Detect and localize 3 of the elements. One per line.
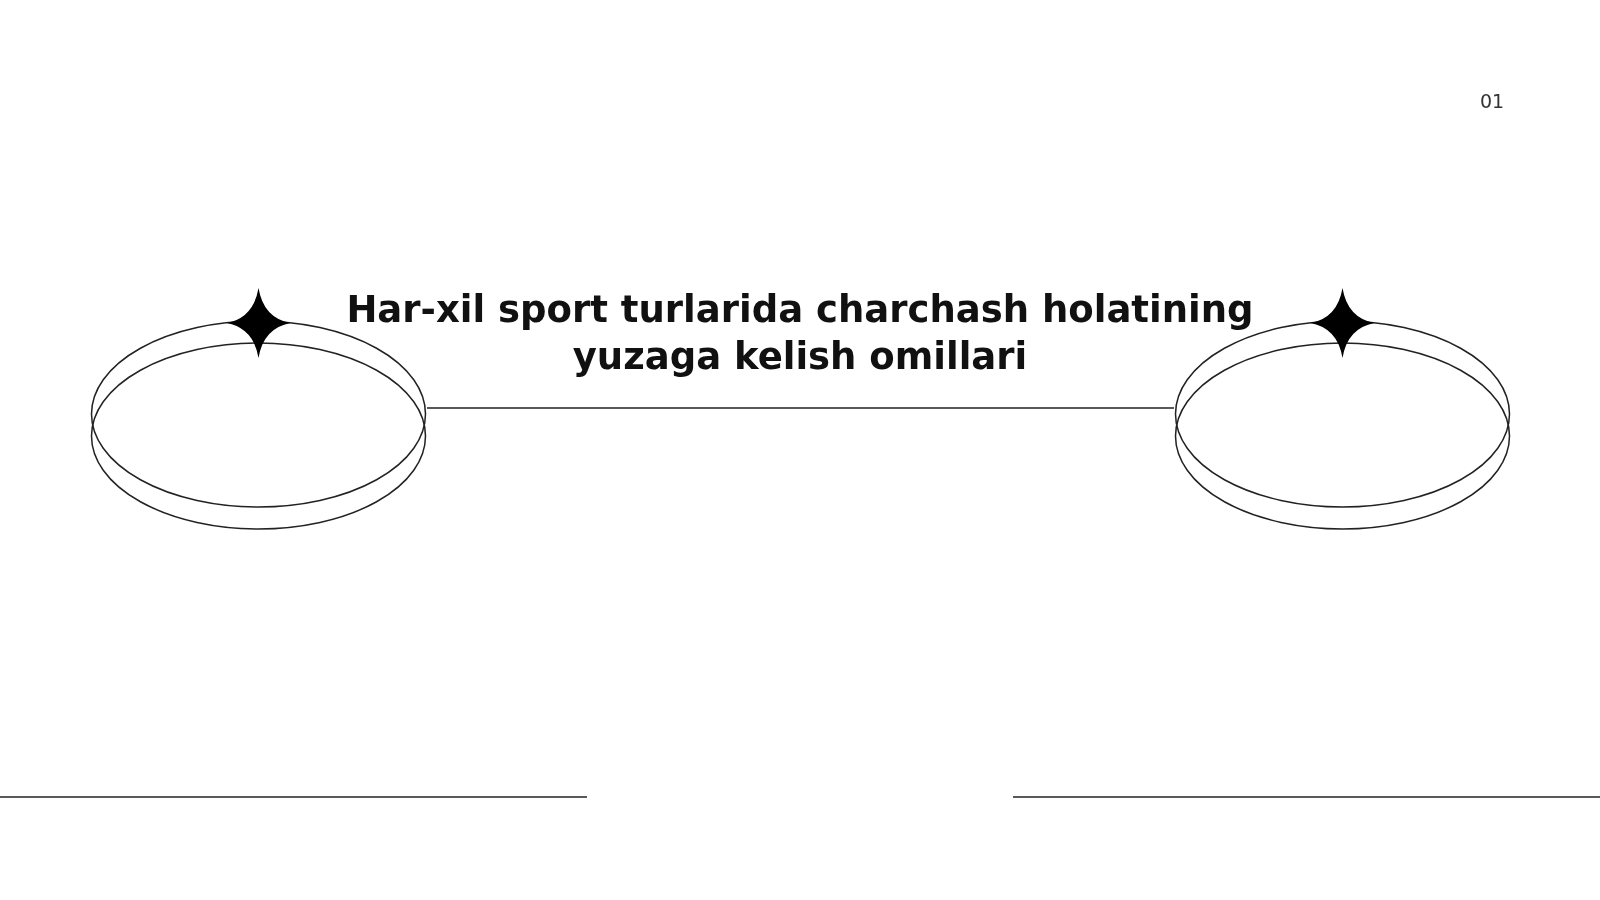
page-number: 01: [1480, 90, 1505, 112]
connector-line: [426, 407, 1175, 409]
slide-title: Har-xil sport turlarida charchash holatining yuzaga kelish omillari: [345, 287, 1255, 380]
